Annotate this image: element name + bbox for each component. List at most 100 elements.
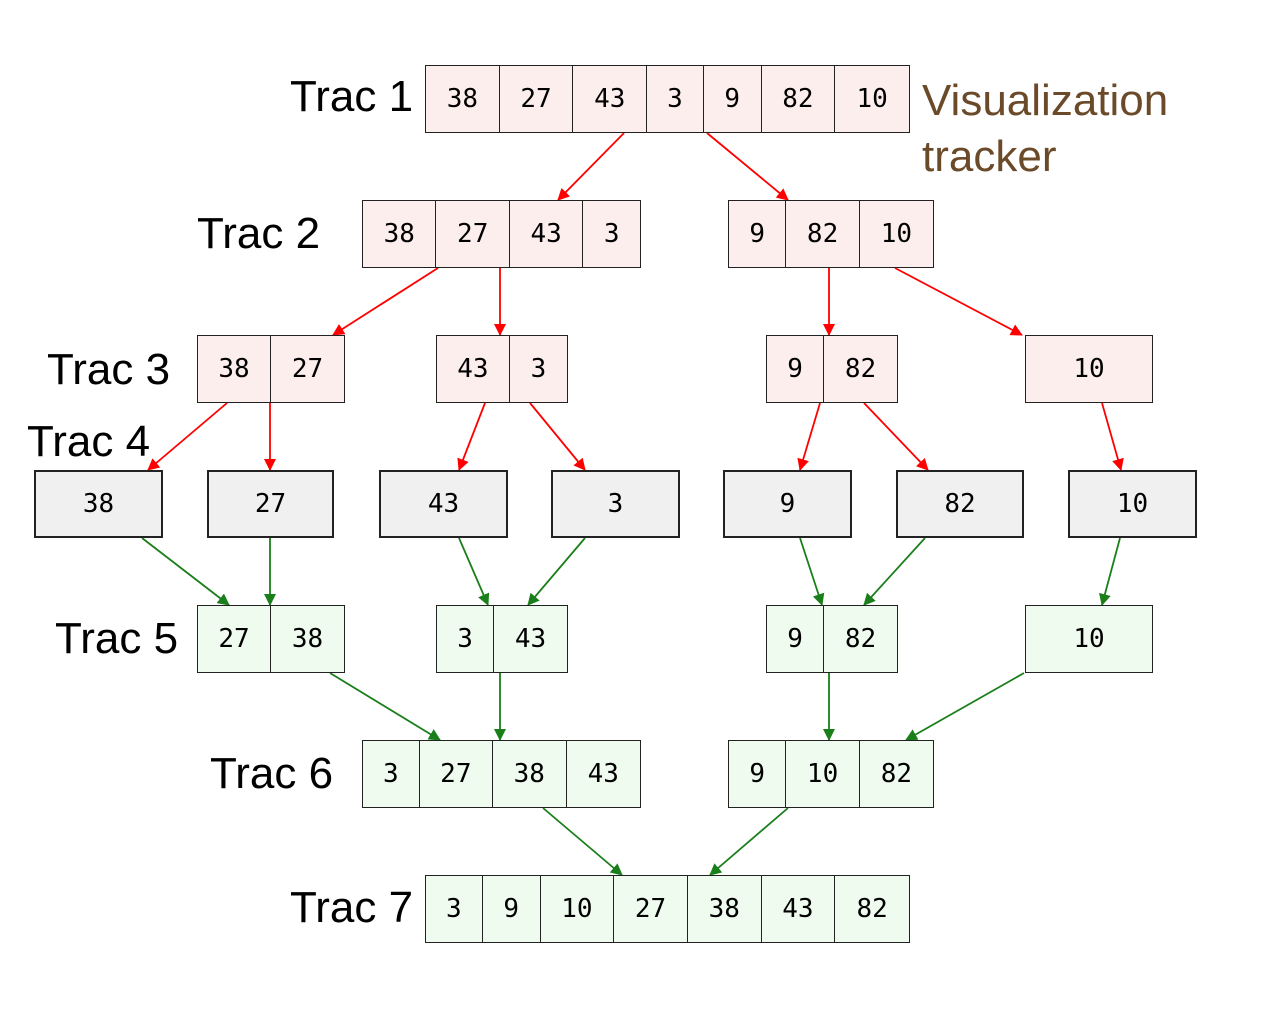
array-cell: 10 (786, 741, 860, 807)
array-box-a5d: 10 (1025, 605, 1153, 673)
array-cell: 82 (844, 624, 877, 654)
merge-arrow-a4d-to-a5b (527, 537, 586, 606)
array-box-a5a: 27 38 (197, 605, 345, 673)
split-arrow-a3b-to-a4c (457, 402, 486, 471)
array-box-a5c: 9 82 (766, 605, 898, 673)
split-arrow-a2b-to-a3d (894, 267, 1023, 336)
array-cell: 38 (493, 741, 567, 807)
merge-arrow-a5d-to-a6b (905, 672, 1025, 741)
track-label-7: Trac 7 (290, 883, 414, 932)
array-cell: 38 (688, 876, 762, 942)
array-cell: 43 (437, 336, 510, 402)
array-cell: 27 (254, 489, 287, 519)
split-arrow-a3a-to-a4a (147, 402, 228, 471)
array-cell: 10 (541, 876, 615, 942)
array-cell: 43 (510, 201, 584, 267)
array-cell: 10 (1073, 354, 1105, 384)
array-cell: 3 (607, 489, 624, 519)
array-cell: 82 (786, 201, 860, 267)
split-arrow-a1-to-a2a (557, 132, 625, 201)
array-box-a3a: 38 27 (197, 335, 345, 403)
array-box-a4a: 38 (34, 470, 163, 538)
array-cell: 10 (1116, 489, 1149, 519)
array-cell: 3 (647, 66, 704, 132)
track-label-6: Trac 6 (210, 749, 334, 798)
split-arrow-a3b-to-a4d (529, 402, 586, 471)
split-arrow-a2a-to-a3a (332, 267, 439, 336)
array-cell: 3 (437, 606, 495, 672)
split-arrow-a3d-to-a4g (1101, 402, 1124, 471)
array-box-a4b: 27 (207, 470, 334, 538)
array-box-a4c: 43 (379, 470, 508, 538)
track-label-3: Trac 3 (47, 345, 171, 394)
array-box-a3d: 10 (1025, 335, 1153, 403)
split-arrow-a3c-to-a4e (797, 402, 821, 471)
split-arrow-a3c-to-a4f (863, 402, 929, 471)
array-cell: 82 (944, 489, 976, 519)
array-box-a3c: 9 82 (766, 335, 898, 403)
array-cell: 9 (704, 66, 762, 132)
merge-arrow-a4c-to-a5b (458, 537, 490, 606)
array-cell: 27 (500, 66, 574, 132)
array-cell: 82 (844, 354, 877, 384)
array-cell: 38 (363, 201, 437, 267)
merge-arrow-a4f-to-a5c (863, 537, 926, 606)
merge-arrow-a6a-to-a7 (542, 807, 623, 876)
array-box-a4f: 82 (896, 470, 1024, 538)
array-cell: 38 (426, 66, 500, 132)
array-cell: 3 (426, 876, 483, 942)
merge-arrow-a4a-to-a5a (141, 537, 230, 606)
array-cell: 82 (762, 66, 836, 132)
split-arrow-a1-to-a2b (706, 132, 789, 201)
array-box-a4d: 3 (551, 470, 680, 538)
array-cell: 9 (767, 336, 825, 402)
array-cell: 27 (291, 354, 324, 384)
merge-arrow-a4g-to-a5d (1099, 537, 1121, 606)
array-cell: 27 (198, 606, 271, 672)
array-cell: 38 (82, 489, 115, 519)
array-cell: 38 (198, 336, 271, 402)
array-cell: 9 (779, 489, 796, 519)
array-cell: 82 (880, 759, 913, 789)
array-cell: 38 (291, 624, 324, 654)
visualization-tracker-note: Visualization tracker (922, 73, 1168, 185)
array-box-a4g: 10 (1068, 470, 1197, 538)
array-box-a3b: 43 3 (436, 335, 568, 403)
array-cell: 43 (427, 489, 460, 519)
array-cell: 27 (436, 201, 510, 267)
array-cell: 9 (483, 876, 541, 942)
array-cell: 9 (729, 201, 787, 267)
tracker-note-line-1: Visualization (922, 76, 1169, 125)
array-cell: 3 (363, 741, 420, 807)
array-cell: 3 (530, 354, 547, 384)
array-cell: 27 (420, 741, 494, 807)
array-cell: 10 (880, 219, 913, 249)
track-label-1: Trac 1 (290, 72, 414, 121)
array-cell: 43 (573, 66, 648, 132)
array-cell: 43 (587, 759, 619, 789)
track-label-4: Trac 4 (27, 417, 151, 466)
array-cell: 43 (762, 876, 836, 942)
track-label-5: Trac 5 (55, 614, 179, 663)
array-box-a4e: 9 (723, 470, 852, 538)
array-cell: 82 (856, 894, 888, 924)
merge-arrow-a6b-to-a7 (709, 807, 789, 876)
array-cell: 9 (729, 741, 787, 807)
merge-arrow-a5a-to-a6a (329, 672, 441, 741)
tracker-note-line-2: tracker (922, 132, 1057, 181)
merge-arrow-a4e-to-a5c (799, 537, 825, 606)
array-cell: 10 (1073, 624, 1105, 654)
array-cell: 10 (856, 84, 888, 114)
array-cell: 43 (514, 624, 547, 654)
array-box-a5b: 3 43 (436, 605, 568, 673)
array-cell: 9 (767, 606, 825, 672)
array-cell: 27 (614, 876, 688, 942)
